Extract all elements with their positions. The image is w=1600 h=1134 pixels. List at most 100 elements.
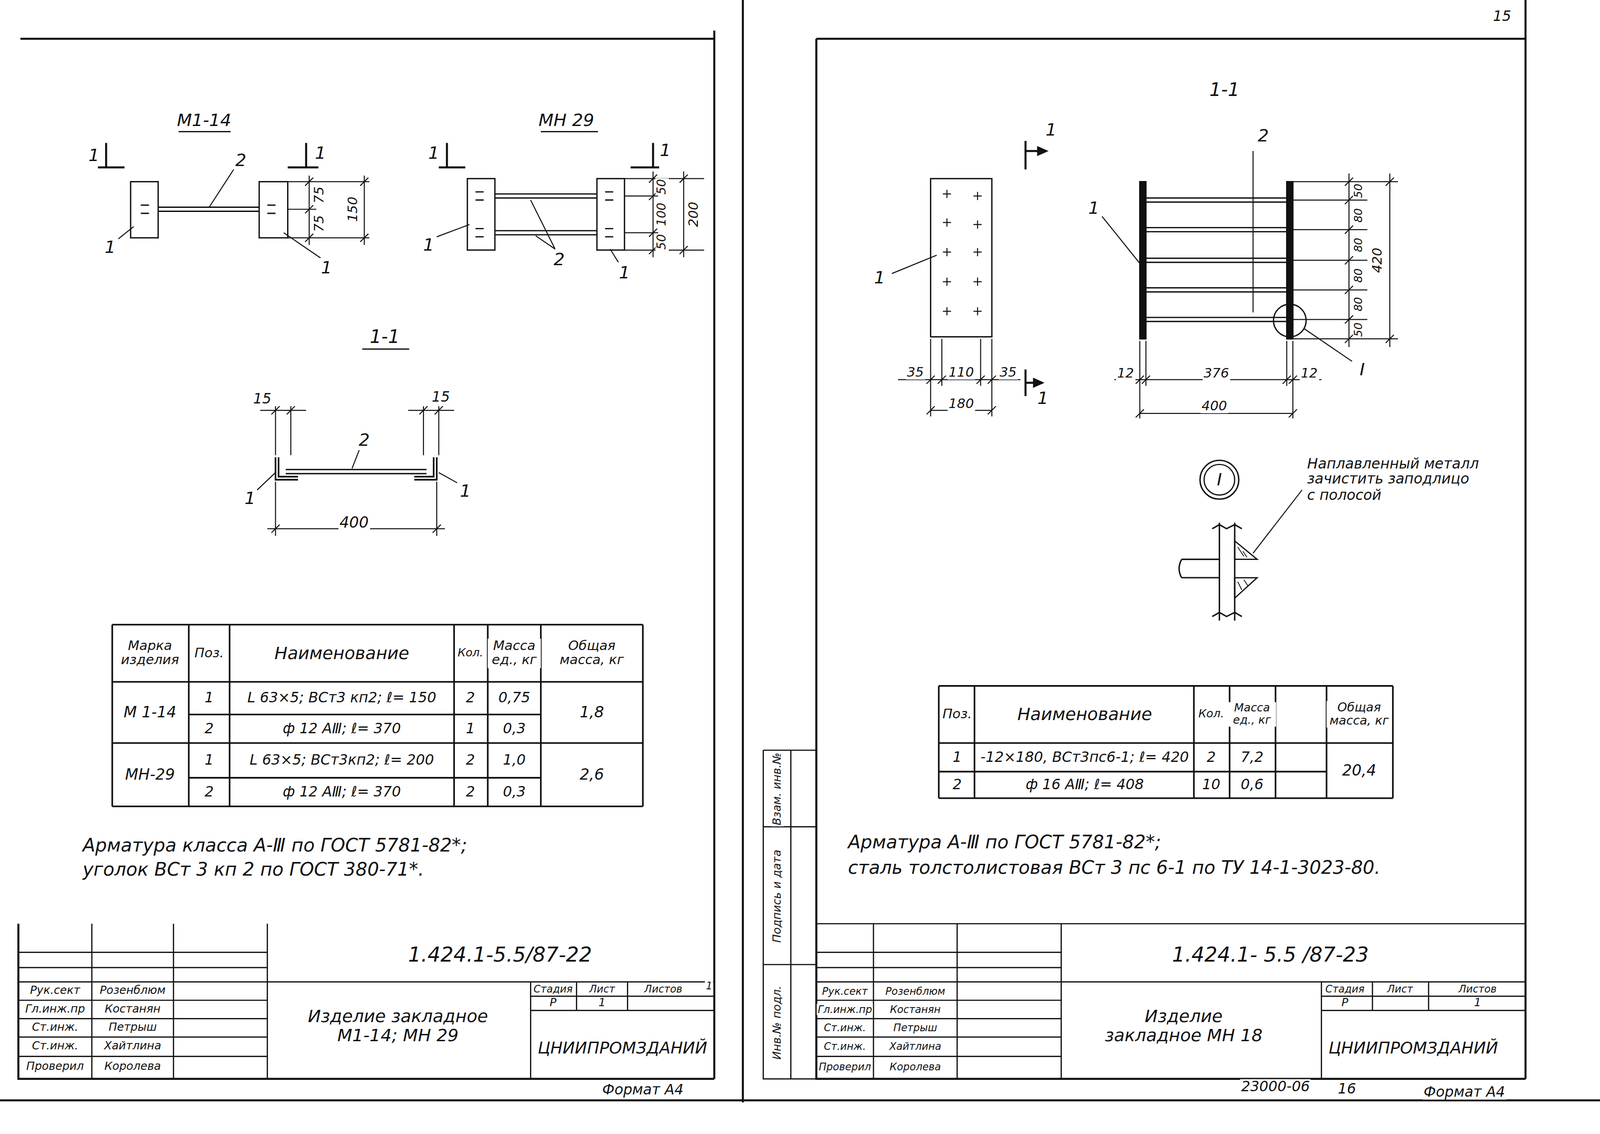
drawing-label: I [1216,470,1224,490]
note-text: сталь толстолистовая ВСт 3 пс 6-1 по ТУ … [847,857,1382,878]
title-block-text: Формат А4 [1422,1084,1506,1101]
drawing-label: 200 [686,200,702,228]
drawing-label: 180 [947,397,975,412]
title-block-text: Проверил [25,1060,86,1073]
drawing-label: 1 [313,143,328,163]
drawing-label: 1 [617,262,631,283]
title-block-text: Лист [588,983,616,995]
table-cell: 1 [951,749,963,766]
drawing-label: 400 [1200,398,1228,414]
sheet-frame-line [763,750,817,1080]
table-cell: М 1-14 [122,704,178,722]
table-cell: 0,6 [1239,777,1265,793]
drawing-label: МН 29 [537,111,596,131]
table-cell: Общая масса, кг [545,638,639,668]
mn29-view [436,142,705,263]
table-cell: -12×180, ВСт3пс6-1; ℓ= 420 [979,749,1191,766]
drawing-label: 75 [312,185,327,205]
drawing-label: 1 [319,257,334,278]
title-block-text: Гл.инж.пр [816,1004,874,1016]
title-block-text: Петрыш [892,1022,939,1034]
mn18-front-view-line [891,255,937,274]
drawing-label: 1 [873,267,887,288]
title-block-text: Проверил [817,1061,873,1073]
title-block-text: Лист [1386,983,1414,995]
mn29-view-line [467,178,495,251]
table-cell: Кол. [1197,708,1226,721]
m1-14-view [97,131,598,349]
table-cell: Кол. [456,647,485,660]
drawing-label: 400 [338,514,370,531]
drawing-label: 1 [458,481,472,501]
title-block-text: Королева [103,1060,162,1073]
m1-14-view-line [118,169,323,259]
mn18-front-view-line [943,189,982,316]
m1-14-view-line [287,175,370,246]
table-cell: 1 [464,721,476,737]
table-grid-line [938,686,1394,799]
note-text: Арматура А-Ⅲ по ГОСТ 5781-82*; [847,832,1163,853]
title-block-text: 16 [1337,1081,1358,1098]
title-block-text: Розенблюм [884,985,947,997]
drawing-label: 2 [1256,126,1270,146]
page-number: 15 [1491,8,1512,25]
title-block-text: Ст.инж. [822,1040,868,1053]
drawing-label: 50 [655,232,670,251]
mn29-view-line [624,171,705,258]
table-cell: 2 [464,690,476,707]
title-block-text: Рук.сект [29,984,82,998]
m1-14-view-line [130,181,159,238]
title-block-text: Королева [888,1061,942,1073]
table-cell: L 63×5; ВСт3 кп2; ℓ= 150 [246,690,438,707]
mn18-side-view-line [1145,197,1288,322]
note-text: уголок ВСт 3 кп 2 по ГОСТ 380-71*. [81,859,425,880]
title-block-text: Формат А4 [600,1082,685,1099]
title-block-text: Изделие закладное М1-14; МН 29 [305,1006,491,1045]
title-block-text: 1 [1473,997,1483,1010]
title-block-text: Хайтлина [888,1040,943,1053]
table-cell: 10 [1201,777,1222,793]
title-block-text: 1 [704,980,714,992]
table-cell: Наименование [273,643,411,663]
title-block-text: Гл.инж.пр [24,1003,86,1016]
mn18-front-view-line [930,178,993,338]
drawing-label: 2 [357,430,371,450]
drawing-label: 80 [1352,296,1366,313]
table-cell: Наименование [1016,705,1154,725]
title-block-text: ЦНИИПРОМЗДАНИЙ [536,1039,709,1058]
drawing-label: 50 [1352,321,1366,339]
weld-detail-line [1200,460,1239,500]
table-cell: L 63×5; ВСт3кп2; ℓ= 200 [248,752,436,769]
table-grid-line [112,624,643,807]
sheet-frame [0,0,1600,1103]
mn18-side-view-line [1286,181,1293,339]
drawing-label: 80 [1352,207,1366,224]
drawing-label: 2 [234,150,248,170]
title-block-text: Листов [643,983,684,995]
table-cell: 1 [203,690,215,707]
drawing-label: 110 [947,365,975,380]
weld-detail-line [1179,559,1220,578]
table-cell: 1 [203,752,215,769]
table-cell: 20,4 [1341,762,1378,780]
table-cell: 0,3 [501,721,527,737]
table-cell: 1,0 [501,752,527,769]
title-block-text: Стадия [1324,983,1366,995]
drawing-label: 1 [427,143,441,163]
table-cell: Масса ед., кг [1227,702,1276,727]
drawing-label: 80 [1352,267,1366,284]
section-1-1-left-line [260,406,455,456]
table-cell: ф 16 АⅢ; ℓ= 408 [1024,777,1145,793]
drawing-label: 15 [430,389,451,406]
table-cell: Поз. [941,707,973,722]
mn18-side-view-line [1292,173,1399,347]
table-cell: 2 [203,784,215,801]
table-cell: МН-29 [124,766,177,784]
drawing-label: Наплавленный металл зачистить заподлицо … [1306,456,1482,504]
table-cell: 2 [464,784,476,801]
title-block-text: Изделие закладное МН 18 [1095,1006,1272,1045]
drawing-label: 1 [87,145,101,165]
drawing-label: 1 [1044,120,1058,140]
table-cell: Общая масса, кг [1326,701,1393,728]
